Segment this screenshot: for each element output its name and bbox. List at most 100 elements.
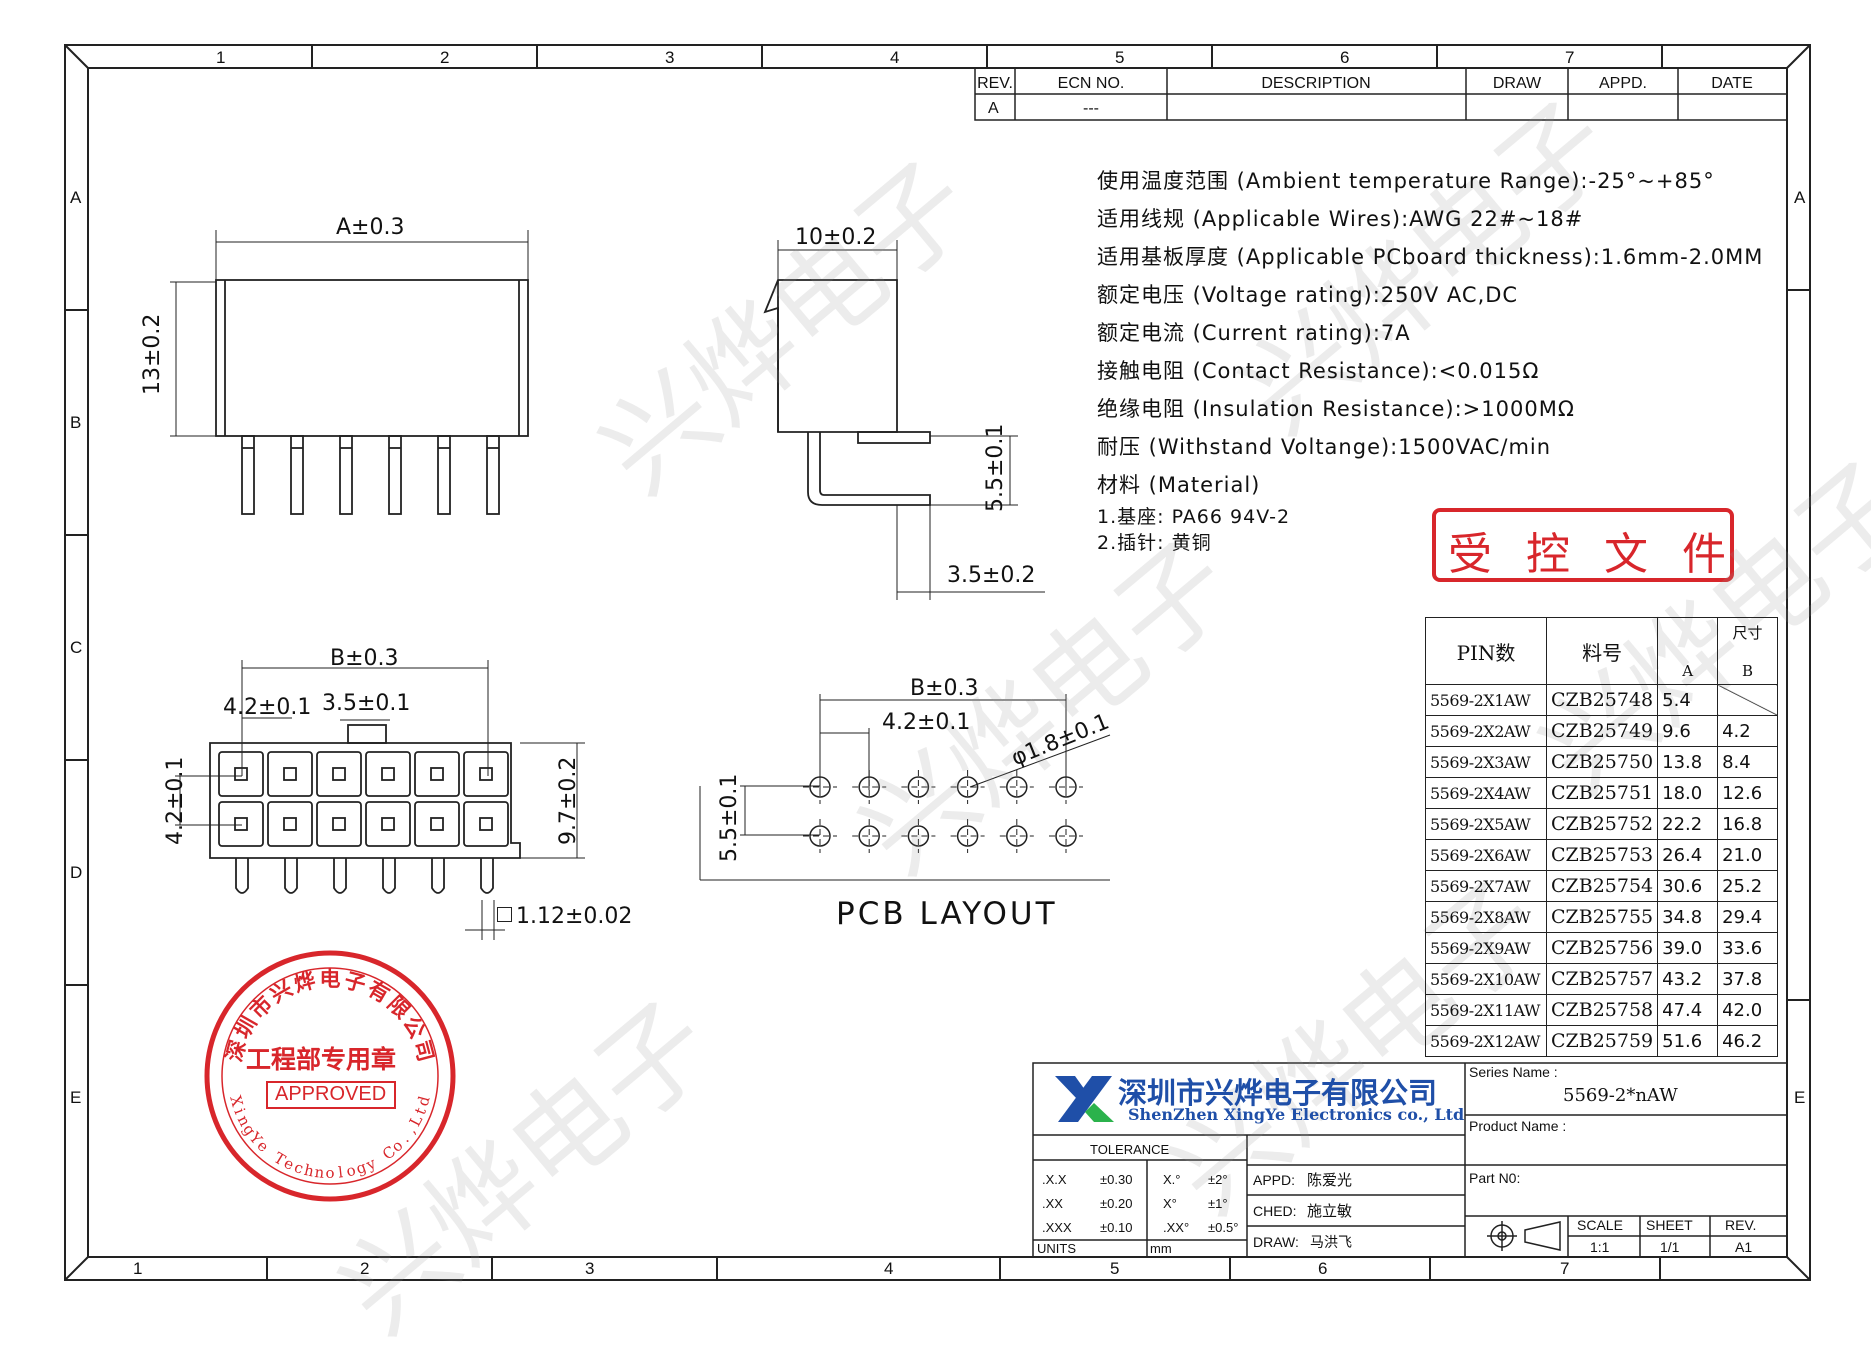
revision-header: REV. (977, 75, 1013, 92)
seal-ring-char: 子 (342, 968, 368, 997)
left-zone-label: A (70, 188, 82, 207)
controlled-document-stamp-frame (1432, 508, 1734, 582)
pin-table-cell: 5569-2X9AW (1425, 932, 1547, 964)
revision-header: DRAW (1493, 75, 1542, 92)
revision-cell: --- (1083, 100, 1099, 117)
spec-line: 额定电流 (Current rating):7A (1097, 321, 1411, 345)
pcb-hole (1006, 825, 1028, 847)
revision-block (974, 67, 1788, 121)
cavity-terminal (234, 817, 248, 831)
tolerance-cell: .XX (1042, 1196, 1063, 1211)
seal-ring-char: o (325, 1164, 334, 1182)
engineering-seal (204, 950, 456, 1202)
dim-side-width: 10±0.2 (795, 225, 877, 250)
seal-ring-char: n (314, 1163, 326, 1182)
front-pin (241, 435, 255, 515)
pin-table-cell: CZB25755 (1545, 901, 1659, 933)
pin-table-cell: 16.8 (1717, 808, 1778, 840)
pin-table-cell: 33.6 (1717, 932, 1778, 964)
seal-ring-char: l (337, 1163, 344, 1181)
seal-ring-char: 电 (320, 967, 341, 991)
company-logo (1055, 1076, 1114, 1122)
pin-table-cell: 12.6 (1717, 777, 1778, 809)
cavity (218, 751, 264, 797)
sheet-frame (64, 44, 1811, 1281)
ched-value: 施立敏 (1307, 1202, 1353, 1220)
spec-list: 使用温度范围 (Ambient temperature Range):-25°~… (1097, 170, 1763, 512)
spec-line: 耐压 (Withstand Voltange):1500VAC/min (1097, 435, 1552, 459)
dim-pcb-width: B±0.3 (910, 676, 979, 701)
bottom-pin (284, 858, 298, 894)
seal-ring-char: o (345, 1161, 358, 1181)
units-label: UNITS (1037, 1241, 1076, 1256)
pin-table-cell: 5569-2X2AW (1425, 715, 1547, 747)
ched-label: CHED: (1253, 1203, 1297, 1219)
cavity-terminal (479, 767, 493, 781)
pin-table-cell: 5569-2X3AW (1425, 746, 1547, 778)
pin-table-cell: 51.6 (1657, 1025, 1719, 1057)
material-item-2: 2.插针: 黄铜 (1097, 532, 1212, 554)
top-zone-label: 6 (1340, 48, 1349, 67)
bottom-pin (235, 858, 249, 894)
pin-table-cell: 5569-2X7AW (1425, 870, 1547, 902)
pin-table-cell: CZB25751 (1545, 777, 1659, 809)
bottom-pin (333, 858, 347, 894)
top-zone-label: 1 (216, 48, 225, 67)
pin-table-cell (1717, 684, 1778, 716)
pin-table-cell: 5569-2X4AW (1425, 777, 1547, 809)
rev-label: REV. (1725, 1217, 1757, 1233)
left-zone-label: C (70, 638, 82, 657)
cavity (365, 801, 411, 847)
revision-header: DATE (1711, 75, 1752, 92)
pin-table-cell: 46.2 (1717, 1025, 1778, 1057)
draw-value: 马洪飞 (1310, 1235, 1352, 1251)
cavity-terminal (332, 767, 346, 781)
right-zone-label: E (1794, 1088, 1805, 1107)
dim-bottom-pitch: 4.2±0.1 (223, 695, 312, 720)
tolerance-cell: ±0.5° (1208, 1220, 1239, 1235)
series-value: 5569-2*nAW (1563, 1085, 1678, 1106)
tolerance-cell: .XX° (1163, 1220, 1190, 1235)
pin-table-cell: 26.4 (1657, 839, 1719, 871)
bottom-zone-label: 3 (585, 1259, 594, 1278)
pin-table-cell: CZB25759 (1545, 1025, 1659, 1057)
pcb-hole (956, 825, 979, 847)
top-zone-label: 4 (890, 48, 899, 67)
pin-table-cell: 5.4 (1657, 684, 1719, 716)
controlled-document-stamp: 受 控 文 件 (1448, 529, 1736, 580)
top-zone-label: 3 (665, 48, 674, 67)
dim-bottom-height: 9.7±0.2 (556, 756, 581, 845)
dim-front-width: A±0.3 (336, 215, 405, 240)
top-zone-label: 5 (1115, 48, 1124, 67)
revision-cell: A (988, 100, 999, 117)
pin-table-cell: CZB25753 (1545, 839, 1659, 871)
spec-line: 材料 (Material) (1097, 473, 1261, 497)
dim-bottom-width: B±0.3 (330, 646, 399, 671)
cavity-terminal (430, 767, 444, 781)
pcb-hole (1006, 776, 1028, 798)
cavity (463, 801, 509, 847)
cavity (316, 751, 362, 797)
dim-side-pin: 5.5±0.1 (983, 423, 1008, 512)
pcb-hole (956, 776, 979, 798)
scale-value: 1:1 (1590, 1239, 1610, 1255)
bottom-zone-label: 1 (133, 1259, 142, 1278)
revision-header: DESCRIPTION (1261, 75, 1370, 92)
appd-label: APPD: (1253, 1172, 1296, 1188)
pin-table-cell: CZB25754 (1545, 870, 1659, 902)
title-block (1032, 1062, 1788, 1258)
units-value: mm (1150, 1241, 1172, 1256)
company-name-cn: 深圳市兴烨电子有限公司 (1118, 1076, 1438, 1110)
bottom-pin (431, 858, 445, 894)
cavity (218, 801, 264, 847)
sheet-value: 1/1 (1660, 1239, 1680, 1255)
dim-bottom-pin: 1.12±0.02 (497, 904, 632, 929)
